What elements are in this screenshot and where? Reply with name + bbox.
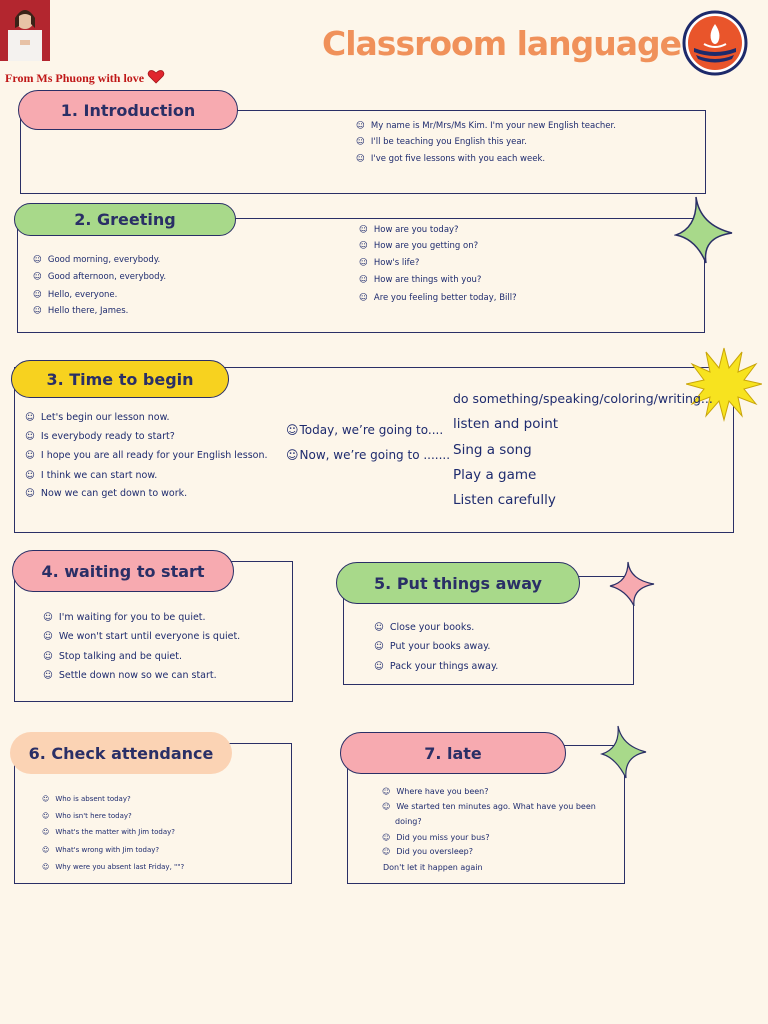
section-time-to-begin <box>14 367 734 533</box>
list-item: ☺I'll be teaching you English this year. <box>356 137 527 147</box>
activity-item: Play a game <box>453 467 537 483</box>
list-item: ☺Let's begin our lesson now. <box>25 412 170 423</box>
list-item: ☺Stop talking and be quiet. <box>43 651 182 662</box>
list-item: ☺How are you getting on? <box>359 241 479 251</box>
list-item: ☺How are you today? <box>359 225 459 235</box>
list-item: ☺Did you miss your bus? <box>382 833 490 842</box>
section-time-to-begin-heading: 3. Time to begin <box>11 360 229 398</box>
list-item: ☺Who isn't here today? <box>42 812 132 820</box>
section-greeting <box>17 218 705 333</box>
activity-item: listen and point <box>453 416 559 432</box>
star-sparkle-icon <box>674 196 733 264</box>
list-item: ☺Now we can get down to work. <box>25 488 188 499</box>
list-item: ☺We started ten minutes ago. What have y… <box>382 802 596 811</box>
list-item: ☺Today, we’re going to.... <box>286 423 444 437</box>
list-item: ☺Good afternoon, everybody. <box>33 272 167 282</box>
list-item: ☺Settle down now so we can start. <box>43 670 217 681</box>
heart-icon <box>147 70 165 84</box>
school-logo <box>682 10 748 76</box>
list-item: ☺I'm waiting for you to be quiet. <box>43 612 206 623</box>
section-late-heading: 7. late <box>340 732 566 774</box>
activity-item: Listen carefully <box>453 492 556 508</box>
list-item: ☺Now, we’re going to ....... <box>286 448 451 462</box>
sun-burst-icon <box>686 347 762 422</box>
list-item: ☺Close your books. <box>374 622 475 633</box>
list-item: ☺What's wrong with Jim today? <box>42 846 160 854</box>
section-introduction <box>20 110 706 194</box>
list-item: ☺We won't start until everyone is quiet. <box>43 631 241 642</box>
list-item: ☺Who is absent today? <box>42 795 131 803</box>
star-sparkle-icon <box>609 561 655 607</box>
from-label: From Ms Phuong with love <box>5 70 165 86</box>
list-item: ☺Hello there, James. <box>33 306 129 316</box>
section-check-attendance-heading: 6. Check attendance <box>10 732 232 774</box>
section-introduction-heading: 1. Introduction <box>18 90 238 130</box>
list-item: ☺I've got five lessons with you each wee… <box>356 154 546 164</box>
list-item: ☺Put your books away. <box>374 641 491 652</box>
section-put-things-away-heading: 5. Put things away <box>336 562 580 604</box>
star-sparkle-icon <box>600 725 647 779</box>
list-item: ☺Why were you absent last Friday, ""? <box>42 863 185 871</box>
list-item: ☺How's life? <box>359 258 420 268</box>
activity-item: do something/speaking/coloring/writing..… <box>453 391 713 406</box>
list-item: ☺Where have you been? <box>382 787 489 796</box>
list-item: ☺Hello, everyone. <box>33 290 118 300</box>
list-item: ☺I think we can start now. <box>25 470 158 481</box>
section-waiting-to-start-heading: 4. waiting to start <box>12 550 234 592</box>
activity-item: Sing a song <box>453 442 532 458</box>
list-item-footer: Don't let it happen again <box>383 863 483 872</box>
page-title: Classroom language <box>322 24 682 63</box>
list-item: ☺Pack your things away. <box>374 661 499 672</box>
list-item: ☺Is everybody ready to start? <box>25 431 175 442</box>
list-item: ☺Did you oversleep? <box>382 847 473 856</box>
list-item: ☺How are things with you? <box>359 275 482 285</box>
list-item: doing? <box>395 817 422 826</box>
section-greeting-heading: 2. Greeting <box>14 203 236 236</box>
list-item: ☺Good morning, everybody. <box>33 255 161 265</box>
list-item: ☺My name is Mr/Mrs/Ms Kim. I'm your new … <box>356 121 616 131</box>
teacher-photo <box>0 0 50 61</box>
list-item: ☺Are you feeling better today, Bill? <box>359 293 517 303</box>
list-item: ☺What's the matter with Jim today? <box>42 828 175 836</box>
list-item: ☺I hope you are all ready for your Engli… <box>25 450 268 461</box>
